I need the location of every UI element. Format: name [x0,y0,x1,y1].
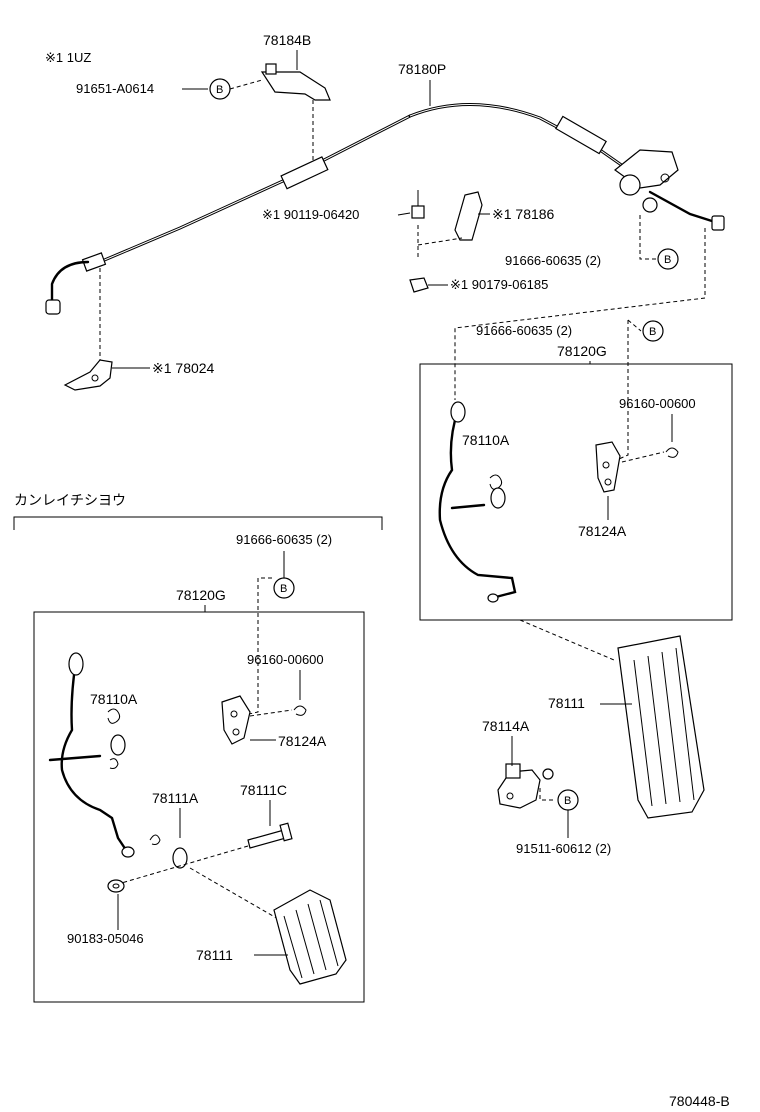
right-pedal-label: 78111 [548,695,585,711]
left-assembly-box [33,611,365,1003]
right-bracket-label: 78124A [578,523,627,539]
pedal-stopper [497,763,554,809]
clip-bolt-label: ※1 90119-06420 [262,207,359,222]
ref-b-callout-upper [657,248,679,270]
catalog-reference: 780448-B [669,1093,730,1109]
left-pedal-bracket [221,695,251,745]
left-washer [107,879,125,893]
left-pin-label: 91666-60635 (2) [236,532,332,547]
clip-nut-label: ※1 90179-06185 [450,277,548,292]
cable-part-label: 78180P [398,61,446,77]
clip-bolt [411,190,425,219]
left-return-spring [149,834,188,869]
cable-end-bracket [614,149,679,213]
ref-b-callout-left [273,577,295,599]
top-bolt-label: 91651-A0614 [76,81,154,96]
right-spring [489,474,506,509]
left-pin-shaft-label: 78111C [240,782,287,798]
top-bracket-78184b [260,63,331,101]
ref-b-text-upper: B [664,254,671,266]
left-lever-label: 78110A [90,691,138,707]
left-washer-label: 90183-05046 [67,931,144,946]
ref-b-text-left: B [280,583,287,595]
left-clip [293,705,307,716]
region-bracket [13,516,383,530]
clip-label: ※1 78186 [492,206,555,222]
left-assy-label: 78120G [176,587,226,603]
left-pedal-pad [273,889,347,985]
right-clip [665,447,679,458]
left-clip-label: 96160-00600 [247,652,324,667]
bottom-bracket-label: ※1 78024 [152,360,215,376]
right-assy-label: 78120G [557,343,607,359]
clip-nut [409,277,429,293]
ref-b-text-stopper: B [564,795,571,807]
left-bracket-label: 78124A [278,733,327,749]
left-pedal-label: 78111 [196,947,233,963]
region-title: カンレイチシヨウ [14,492,126,508]
stopper-bolt-label: 91511-60612 (2) [516,841,611,856]
right-pedal-lever [438,401,517,603]
right-assembly-box [419,363,733,621]
left-spring [107,708,126,769]
stopper-label: 78114A [482,718,530,734]
assy-pin-label: 91666-60635 (2) [476,323,572,338]
top-bracket-label: 78184B [263,32,311,48]
left-pin-shaft [247,822,293,849]
right-pedal-bracket [595,441,621,493]
left-pedal-lever [48,652,135,858]
clip-78186 [454,191,483,241]
right-pedal-pad [617,635,705,819]
left-spring-label: 78111A [152,790,199,806]
engine-note: ※1 1UZ [45,50,91,65]
right-lever-label: 78110A [462,432,510,448]
bottom-bracket-78024 [63,359,113,391]
ref-b-text-top: B [216,84,223,96]
upper-pin-label: 91666-60635 (2) [505,253,601,268]
accelerator-cable [45,103,725,315]
ref-b-text-assy: B [649,326,656,338]
ref-b-callout-assy [642,320,664,342]
right-clip-label: 96160-00600 [619,396,696,411]
